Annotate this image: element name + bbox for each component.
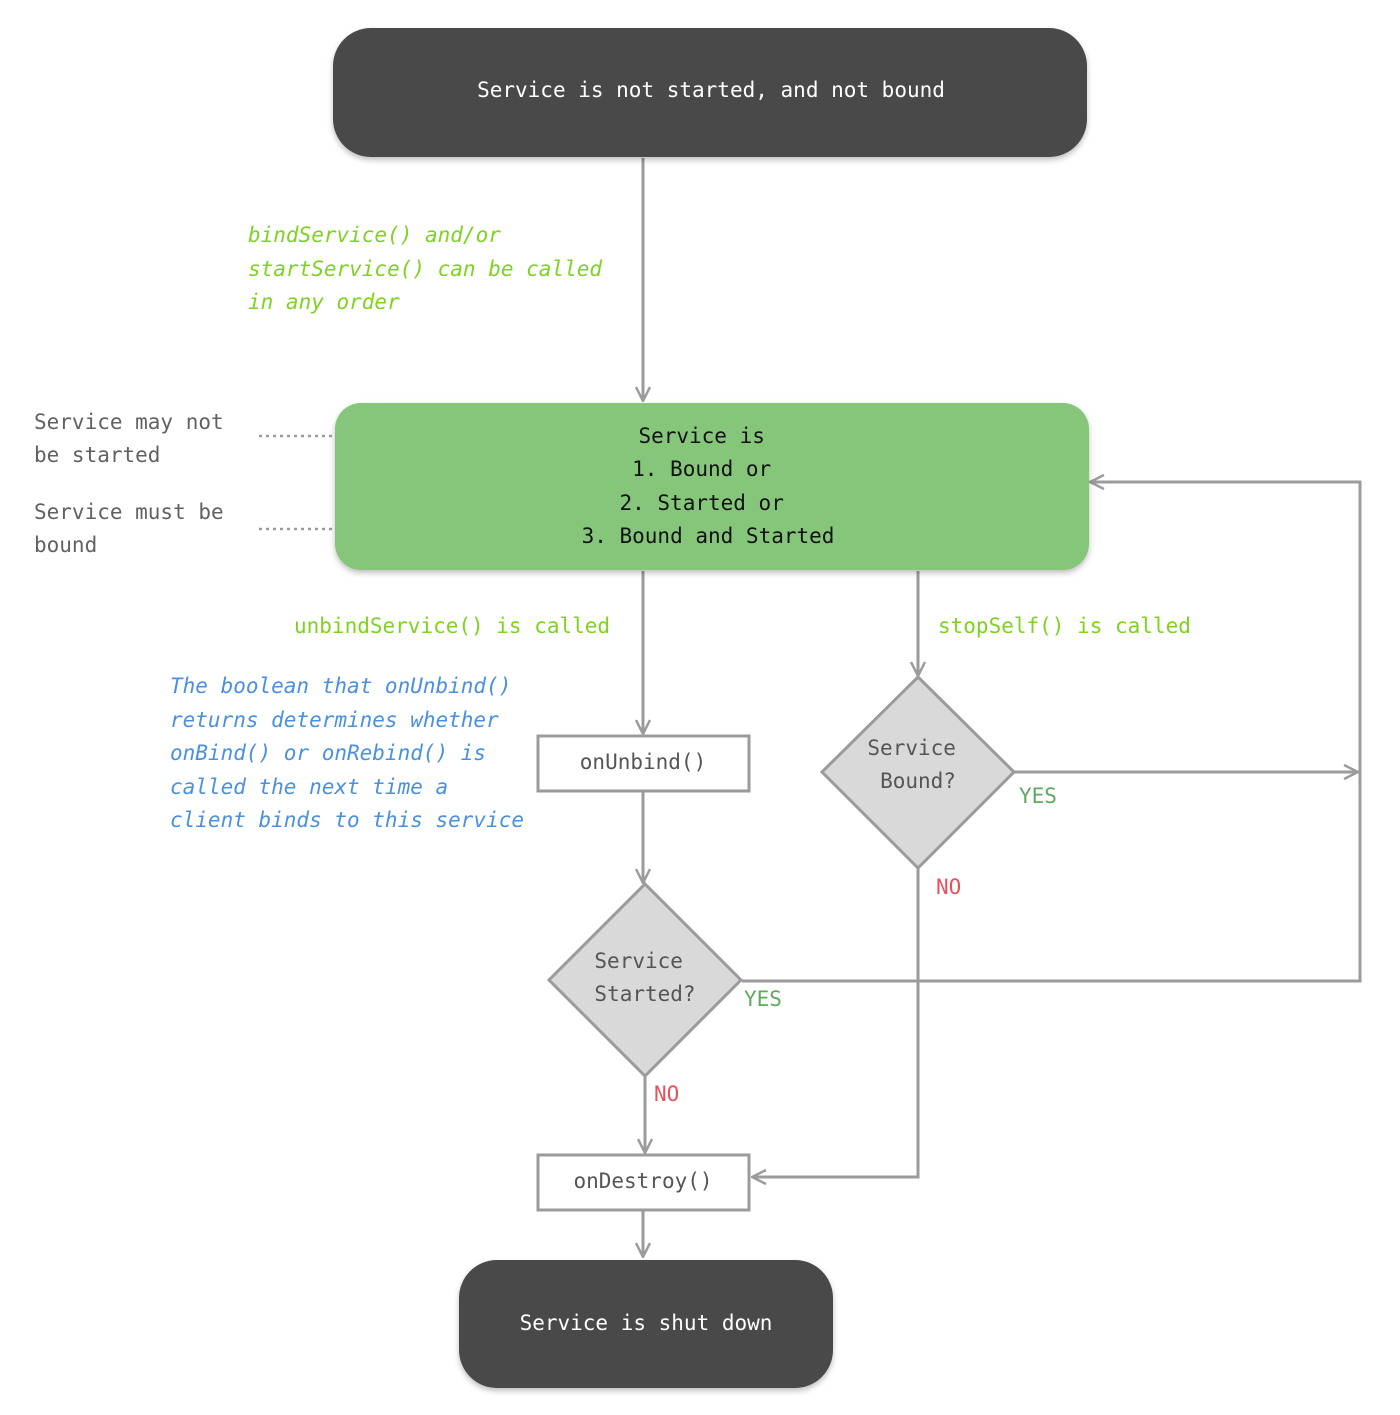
ondestroy-label: onDestroy() xyxy=(573,1169,712,1193)
service-bound-label: Service Bound? xyxy=(867,736,968,793)
service-started-label: Service Started? xyxy=(594,949,695,1006)
running-node: Service is 1. Bound or 2. Started or 3. … xyxy=(335,403,1089,570)
service-started-line-2: Started? xyxy=(594,982,695,1006)
edge-started-yes-loop-back xyxy=(742,482,1362,983)
bind-start-note-line-2: startService() can be called xyxy=(248,257,602,281)
running-line-2: 1. Bound or xyxy=(632,457,771,481)
running-node-label: Service is 1. Bound or 2. Started or 3. … xyxy=(582,424,835,548)
may-not-be-started-line-1: Service may not xyxy=(34,410,224,434)
edge-bound-no-to-ondestroy xyxy=(752,868,920,1177)
end-node-box xyxy=(459,1260,833,1388)
ondestroy-node: onDestroy() xyxy=(536,1153,751,1212)
start-node-box xyxy=(333,28,1087,157)
may-not-be-started-line-2: be started xyxy=(34,443,160,467)
service-bound-diamond xyxy=(819,674,1017,871)
started-no-label: NO xyxy=(654,1082,679,1106)
start-node-label: Service is not started, and not bound xyxy=(477,78,945,102)
boolean-note-line-4: called the next time a xyxy=(170,775,448,799)
end-node-label: Service is shut down xyxy=(520,1311,773,1335)
end-node: Service is shut down xyxy=(459,1260,833,1388)
started-yes-label: YES xyxy=(744,987,782,1011)
must-be-bound-note: Service must be bound xyxy=(34,500,236,557)
onunbind-label: onUnbind() xyxy=(580,750,706,774)
ondestroy-box xyxy=(536,1153,751,1212)
service-bound-line-1: Service xyxy=(867,736,956,760)
bound-no-label: NO xyxy=(936,875,961,899)
service-started-decision: Service Started? xyxy=(546,881,744,1079)
start-node: Service is not started, and not bound xyxy=(333,28,1087,157)
service-started-line-1: Service xyxy=(594,949,683,973)
onunbind-box xyxy=(536,734,751,793)
boolean-note-line-3: onBind() or onRebind() is xyxy=(170,741,486,765)
bound-yes-label: YES xyxy=(1019,784,1057,808)
running-line-4: 3. Bound and Started xyxy=(582,524,835,548)
stopself-called-label: stopSelf() is called xyxy=(938,614,1191,638)
service-bound-decision: Service Bound? xyxy=(819,674,1017,871)
must-be-bound-line-1: Service must be xyxy=(34,500,224,524)
may-not-be-started-note: Service may not be started xyxy=(34,410,236,467)
service-started-diamond xyxy=(546,881,744,1079)
bind-start-note-line-3: in any order xyxy=(248,290,400,314)
unbind-called-label: unbindService() is called xyxy=(294,614,610,638)
running-line-3: 2. Started or xyxy=(619,491,783,515)
bind-start-note: bindService() and/or startService() can … xyxy=(248,223,615,314)
boolean-note: The boolean that onUnbind() returns dete… xyxy=(170,674,524,832)
boolean-note-line-2: returns determines whether xyxy=(170,708,499,732)
must-be-bound-line-2: bound xyxy=(34,533,97,557)
boolean-note-line-5: client binds to this service xyxy=(170,808,524,832)
running-node-box xyxy=(335,403,1089,570)
bind-start-note-line-1: bindService() and/or xyxy=(248,223,501,247)
onunbind-node: onUnbind() xyxy=(536,734,751,793)
service-bound-line-2: Bound? xyxy=(880,769,956,793)
running-line-1: Service is xyxy=(638,424,764,448)
boolean-note-line-1: The boolean that onUnbind() xyxy=(170,674,511,698)
edges xyxy=(259,158,1362,1257)
